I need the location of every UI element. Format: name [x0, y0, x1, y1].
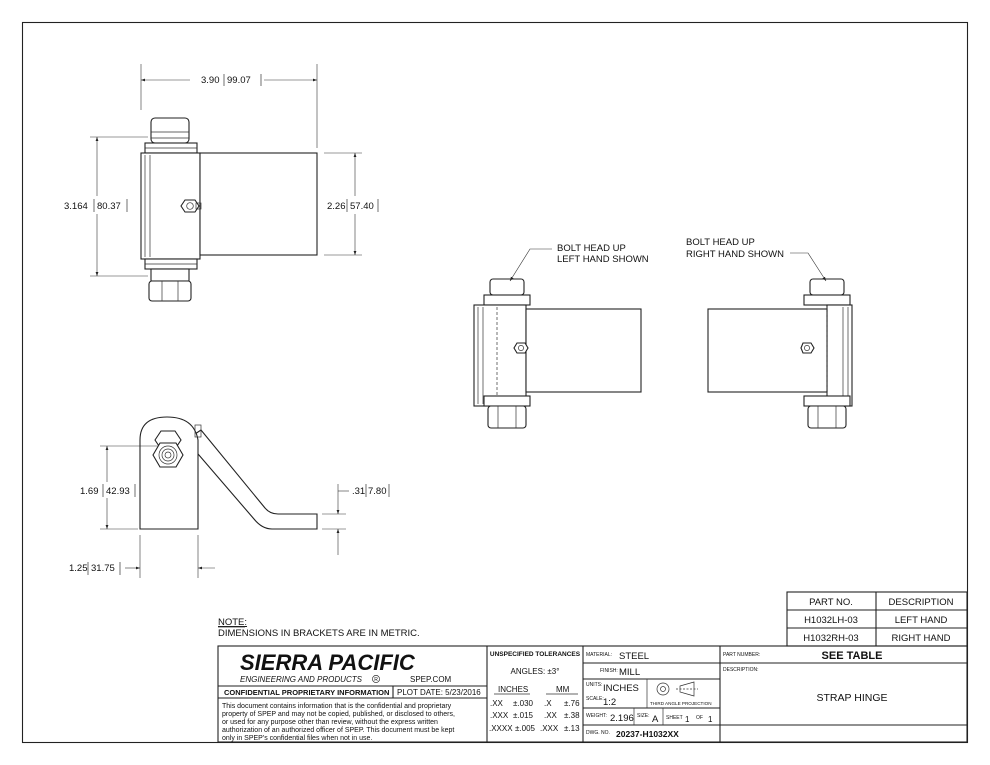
title-block: SIERRA PACIFIC ENGINEERING AND PRODUCTS …	[217, 645, 968, 743]
confidential-text: authorization of an authorized officer o…	[222, 727, 454, 734]
callout-rh-line1: BOLT HEAD UP	[686, 237, 755, 248]
part-number-label: PART NUMBER:	[723, 652, 760, 658]
confidential-text: property of SPEP and may not be copied, …	[222, 711, 455, 718]
finish-value: MILL	[619, 667, 640, 678]
callout-rh-line2: RIGHT HAND SHOWN	[686, 249, 784, 260]
dim-side-height: 1.69 42.93	[80, 445, 158, 530]
callout-lh-line1: BOLT HEAD UP	[557, 243, 626, 254]
confidential-text: This document contains information that …	[222, 703, 452, 710]
sheet-value: 1	[685, 715, 690, 724]
dim-height-plate-value: 2.26	[327, 201, 346, 212]
front-view	[140, 117, 318, 302]
part-number-value: SEE TABLE	[822, 650, 883, 662]
dim-thickness-value: .31	[352, 486, 365, 497]
description-label: DESCRIPTION:	[723, 667, 759, 673]
size-value: A	[652, 714, 659, 725]
note-title: NOTE:	[218, 617, 247, 628]
note: NOTE: DIMENSIONS IN BRACKETS ARE IN METR…	[218, 617, 420, 639]
plot-date: PLOT DATE: 5/23/2016	[397, 688, 481, 697]
sheet-total: 1	[708, 715, 713, 724]
tol-row: .XX	[544, 711, 558, 720]
parts-row-desc: LEFT HAND	[895, 615, 948, 626]
dim-height-left-value: 3.164	[64, 201, 88, 212]
dim-width-top: 3.90 99.07	[140, 64, 318, 148]
tolerances-inches-header: INCHES	[498, 685, 528, 694]
confidential-text: or used for any purpose other than revie…	[222, 719, 438, 726]
confidential-label: CONFIDENTIAL PROPRIETARY INFORMATION	[224, 688, 389, 697]
tol-row: .X	[544, 699, 552, 708]
projection-label: THIRD ANGLE PROJECTION	[650, 701, 712, 706]
scale-value: 1:2	[603, 697, 616, 708]
note-text: DIMENSIONS IN BRACKETS ARE IN METRIC.	[218, 628, 420, 639]
dim-side-height-mm: 42.93	[106, 486, 130, 497]
parts-header-desc: DESCRIPTION	[889, 597, 954, 608]
of-label: OF	[696, 715, 703, 721]
dim-height-left-mm: 80.37	[97, 201, 121, 212]
tolerances-title: UNSPECIFIED TOLERANCES	[490, 651, 581, 658]
right-hand-view: BOLT HEAD UP RIGHT HAND SHOWN	[686, 237, 853, 429]
size-label: SIZE:	[637, 713, 650, 719]
dim-side-width: 1.25 31.75	[69, 535, 215, 578]
scale-label: SCALE:	[586, 696, 604, 702]
side-view	[139, 416, 318, 530]
parts-table: PART NO. DESCRIPTION H1032LH-03 LEFT HAN…	[786, 591, 968, 647]
registered-icon: R	[372, 675, 380, 683]
grease-fitting-icon	[800, 342, 815, 354]
svg-text:R: R	[374, 677, 378, 683]
description-value: STRAP HINGE	[817, 692, 888, 704]
dim-height-plate-mm: 57.40	[350, 201, 374, 212]
company-name: SIERRA PACIFIC	[240, 650, 416, 675]
dim-height-left: 3.164 80.37	[64, 136, 148, 277]
parts-row-part: H1032RH-03	[803, 633, 858, 644]
grease-fitting-icon	[513, 342, 529, 354]
dim-width-top-mm: 99.07	[227, 75, 251, 86]
dim-height-plate: 2.26 57.40	[324, 152, 379, 256]
dim-side-width-mm: 31.75	[91, 563, 115, 574]
weight-label: WEIGHT:	[586, 713, 607, 719]
callout-lh-line2: LEFT HAND SHOWN	[557, 254, 649, 265]
projection-symbol-icon	[656, 681, 698, 697]
material-value: STEEL	[619, 651, 649, 662]
tol-row: ±.015	[513, 711, 534, 720]
dim-thickness: .31 7.80	[322, 484, 390, 555]
tol-row: ±.005	[515, 724, 536, 733]
parts-row-part: H1032LH-03	[804, 615, 858, 626]
dim-side-height-value: 1.69	[80, 486, 99, 497]
sheet-label: SHEET	[666, 715, 683, 721]
tol-row: ±.76	[564, 699, 580, 708]
parts-row-desc: RIGHT HAND	[892, 633, 951, 644]
tol-row: .XXX	[490, 711, 509, 720]
tol-row: ±.38	[564, 711, 580, 720]
confidential-text: only in SPEP's confidential files when n…	[222, 735, 372, 742]
left-hand-view: BOLT HEAD UP LEFT HAND SHOWN	[473, 243, 649, 429]
hex-nut-icon	[152, 430, 184, 468]
tol-row: .XX	[490, 699, 504, 708]
dwg-number: 20237-H1032XX	[616, 729, 679, 739]
tolerances-angles: ANGLES: ±3°	[511, 667, 560, 676]
units-label: UNITS:	[586, 682, 602, 688]
parts-header-part: PART NO.	[809, 597, 853, 608]
company-website: SPEP.COM	[410, 675, 452, 684]
weight-value: 2.196	[610, 713, 634, 724]
tol-row: .XXXX	[489, 724, 513, 733]
tol-row: ±.13	[564, 724, 580, 733]
finish-label: FINISH:	[600, 668, 618, 674]
tol-row: ±.030	[513, 699, 534, 708]
material-label: MATERIAL:	[586, 652, 612, 658]
tol-row: .XXX	[540, 724, 559, 733]
dim-thickness-mm: 7.80	[368, 486, 387, 497]
company-subtitle: ENGINEERING AND PRODUCTS	[240, 675, 363, 684]
dim-width-top-value: 3.90	[201, 75, 220, 86]
dim-side-width-value: 1.25	[69, 563, 88, 574]
tolerances-mm-header: MM	[556, 685, 570, 694]
grease-fitting-icon	[180, 199, 202, 213]
dwg-label: DWG. NO.	[586, 730, 610, 736]
units-value: INCHES	[603, 683, 639, 694]
